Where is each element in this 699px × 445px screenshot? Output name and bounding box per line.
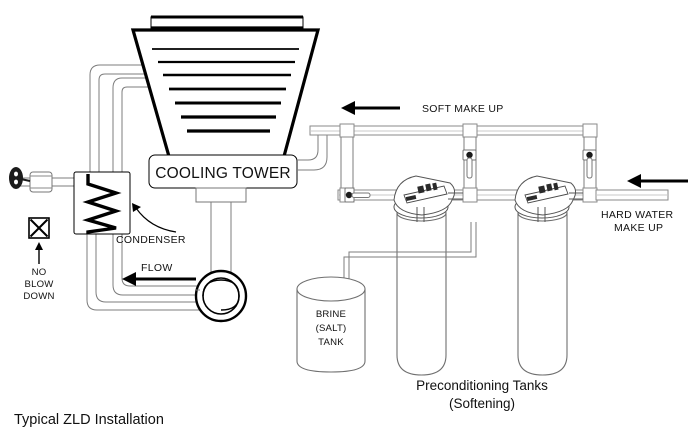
softener-control-valve-1[interactable]	[393, 175, 463, 222]
valve-lever-handle[interactable]	[351, 192, 371, 198]
brine-line	[343, 222, 477, 281]
condenser-leader-arrow-icon	[132, 203, 141, 212]
blowdown-gate-valve[interactable]	[9, 167, 53, 193]
bypass-valve-right[interactable]	[582, 149, 597, 179]
flow-arrow-group: FLOW	[122, 262, 196, 286]
header-tee-2	[462, 123, 478, 138]
preconditioning-tank-2	[517, 204, 568, 376]
condenser-callout: CONDENSER	[116, 203, 186, 246]
tank-1-vessel	[396, 212, 447, 376]
hard-water-label-line2: MAKE UP	[614, 222, 663, 234]
valve-indicator-2b	[546, 183, 553, 192]
preconditioning-tank-1	[396, 204, 447, 376]
no-blow-down-label-line2: BLOW	[24, 279, 54, 290]
brine-tank-top	[296, 276, 366, 302]
valve-stem-icon[interactable]	[345, 191, 353, 199]
valve-brand-2	[526, 195, 538, 201]
circulation-pump	[194, 269, 248, 323]
valve-stem-icon[interactable]	[466, 151, 473, 159]
cooling-tower-label: COOLING TOWER	[155, 165, 291, 182]
no-blow-down-label-line1: NO	[32, 267, 47, 278]
hard-water-inlet: HARD WATER MAKE UP	[595, 174, 688, 234]
cooling-tower: COOLING TOWER	[130, 15, 321, 203]
brine-tank-label-line3: TANK	[318, 337, 344, 348]
no-blow-down-arrow-icon	[35, 242, 43, 250]
preconditioning-caption: Preconditioning Tanks (Softening)	[416, 378, 548, 411]
softener-control-valve-2[interactable]	[514, 175, 583, 222]
brine-tank-label-line2: (SALT)	[316, 323, 347, 334]
valve-lever-handle[interactable]	[466, 157, 473, 179]
no-blow-down-marker: NO BLOW DOWN	[23, 217, 54, 302]
valve-stem-icon[interactable]	[586, 151, 593, 159]
bypass-valve-left[interactable]	[344, 187, 371, 203]
tank-2-vessel	[517, 212, 568, 376]
valve-indicator-1	[417, 185, 425, 194]
valve-handwheel-icon[interactable]	[9, 167, 23, 189]
brine-salt-tank: BRINE (SALT) TANK	[296, 276, 366, 373]
diagram-title: Typical ZLD Installation	[14, 412, 164, 428]
hard-water-label-line1: HARD WATER	[601, 209, 674, 221]
cooling-loop-piping	[20, 64, 214, 311]
cooling-tower-sump	[195, 187, 247, 203]
soft-make-up-label: SOFT MAKE UP	[422, 103, 504, 115]
valve-brand-1	[405, 195, 417, 201]
valve-indicator-2	[538, 185, 546, 194]
cooling-tower-fan-deck	[150, 16, 304, 29]
brine-tank-body	[296, 288, 366, 373]
pump-impeller-icon	[202, 279, 240, 311]
flow-arrow-icon	[122, 272, 136, 286]
valve-indicator-2c	[553, 182, 559, 191]
preconditioning-label-line2: (Softening)	[449, 396, 515, 411]
condenser-label: CONDENSER	[116, 234, 186, 246]
soft-make-up-header	[297, 123, 598, 171]
preconditioning-label-line1: Preconditioning Tanks	[416, 378, 548, 393]
no-blow-down-label-line3: DOWN	[23, 291, 54, 302]
bypass-valve-middle[interactable]	[462, 149, 477, 179]
header-tee-1	[339, 123, 355, 138]
lower-tee-3	[582, 187, 598, 203]
condenser-unit	[73, 171, 131, 235]
soft-make-up-arrow-icon	[341, 101, 355, 115]
hard-water-arrow-icon	[627, 174, 641, 188]
soft-make-up-group: SOFT MAKE UP	[341, 101, 504, 115]
header-tee-3	[582, 123, 598, 138]
lower-tee-2	[462, 187, 478, 203]
valve-lever-handle[interactable]	[586, 157, 593, 179]
condenser-coil-icon	[82, 174, 122, 234]
brine-tank-label-line1: BRINE	[316, 309, 346, 320]
flow-label: FLOW	[141, 262, 173, 274]
valve-indicator-1c	[432, 182, 438, 191]
valve-indicator-1b	[425, 183, 432, 192]
